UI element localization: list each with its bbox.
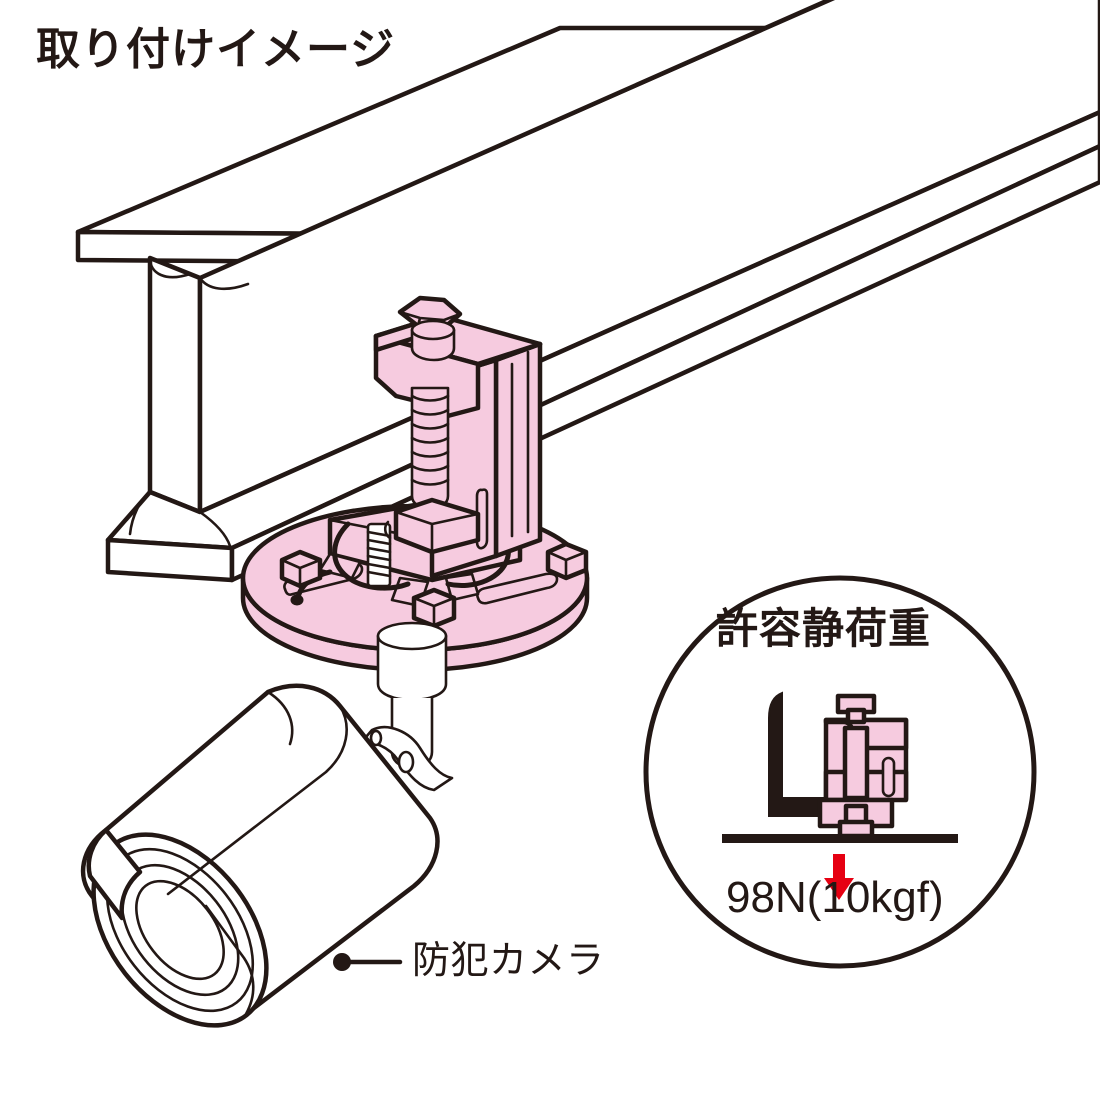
callout-contents [722,691,958,900]
mounting-surface [722,834,958,843]
beam-clamp [373,295,543,579]
callout-load-value: 98N(10kgf) [726,873,944,922]
ball-joint [358,621,454,792]
security-camera [80,683,440,1028]
hex-nut-right [545,541,589,581]
camera-leader-line [333,953,403,971]
hex-nut-front [411,587,457,629]
hex-nut-left [279,549,323,589]
load-arrow-icon [824,854,854,900]
callout-title: 許容静荷重 [716,605,932,652]
page-title: 取り付けイメージ [36,25,396,74]
clamp-screw [410,386,450,510]
i-beam [75,0,1100,583]
threaded-stud [366,522,392,588]
hex-bolt-head [397,295,463,362]
camera-label: 防犯カメラ [412,940,605,982]
load-callout [643,575,1037,969]
